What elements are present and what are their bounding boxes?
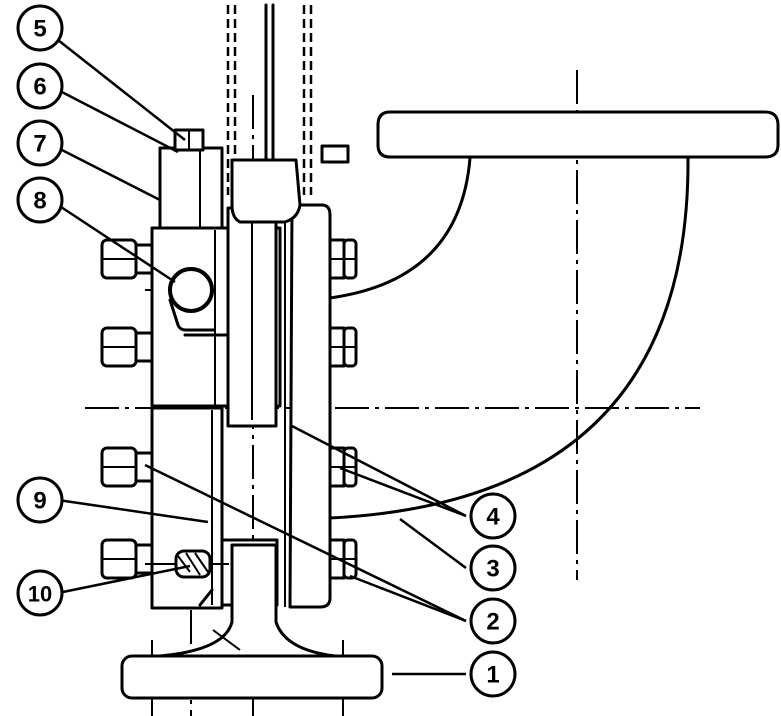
callout-7-label: 7: [33, 131, 46, 158]
bottom-flange: [120, 543, 384, 700]
callout-4-label: 4: [486, 504, 500, 531]
gland-housing: [158, 146, 224, 230]
callout-8-label: 8: [33, 188, 46, 215]
callout-9: 9: [16, 476, 64, 524]
callout-1-label: 1: [486, 662, 499, 689]
callout-10: 10: [16, 569, 64, 617]
callout-2: 2: [469, 597, 517, 645]
leader-lines: [57, 39, 467, 676]
callout-2-label: 2: [486, 609, 499, 636]
callout-1: 1: [469, 650, 517, 698]
seal-ring: [145, 549, 238, 607]
bolts-right: [328, 238, 358, 580]
elbow-outer-curve: [328, 156, 690, 520]
side-lug: [320, 144, 350, 164]
housing-body: [150, 206, 282, 610]
callout-8: 8: [16, 176, 64, 224]
elbow-inner-curve: [328, 156, 472, 300]
callout-6-label: 6: [33, 74, 46, 101]
bolts-left: [100, 238, 154, 580]
top-flange: [376, 110, 780, 159]
callout-6: 6: [16, 62, 64, 110]
callout-5-label: 5: [33, 16, 46, 43]
gland-assembly: [158, 128, 350, 230]
callout-3-label: 3: [486, 556, 499, 583]
callout-5: 5: [16, 4, 64, 52]
callout-10-label: 10: [28, 582, 52, 607]
elbow-pipe: [328, 110, 780, 520]
right-flange: [284, 203, 332, 609]
callout-4: 4: [469, 492, 517, 540]
callout-9-label: 9: [33, 488, 46, 515]
hinge-pin: [168, 267, 214, 313]
callout-7: 7: [16, 119, 64, 167]
callout-3: 3: [469, 544, 517, 592]
